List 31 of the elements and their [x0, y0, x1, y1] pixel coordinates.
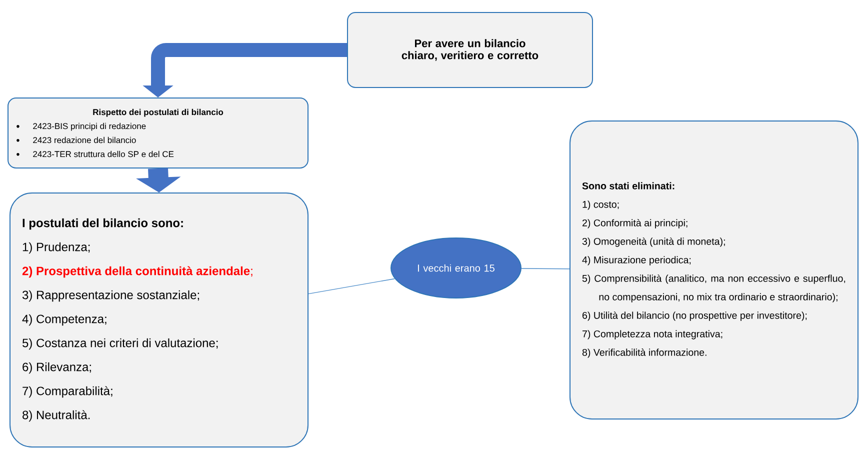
postulates-box — [10, 192, 308, 448]
list-heading: I postulati del bilancio sono: — [22, 218, 183, 230]
list-item: 5) Comprensibilità (analitico, ma non eccessivo e superfluo, no compensazioni, no mix tra ordinario e straordinario); — [582, 274, 846, 302]
list-heading: Rispetto dei postulati di bilancio — [93, 108, 224, 117]
connector-line — [308, 278, 396, 294]
list-item: 3) Rappresentazione sostanziale; — [22, 290, 199, 302]
principles-box — [8, 98, 308, 168]
node-text: I vecchi erano 15 — [418, 264, 494, 272]
list-item: 4) Competenza; — [22, 314, 106, 326]
bullet-item: 2423-TER struttura dello SP e del CE — [16, 150, 174, 158]
connector-line — [521, 268, 570, 270]
list-item: 4) Misurazione periodica; — [582, 256, 691, 266]
bullet-item: 2423 redazione del bilancio — [16, 136, 136, 144]
list-item: 8) Verificabilità informazione. — [582, 348, 706, 358]
list-item: 1) costo; — [582, 200, 619, 210]
count-ellipse — [390, 238, 522, 298]
list-item: 2) Prospettiva della continuità aziendale; — [22, 266, 252, 278]
list-item: 7) Completezza nota integrativa; — [582, 330, 722, 340]
list-item: 7) Comparabilità; — [22, 386, 112, 398]
node-text: Per avere un bilancio chiaro, veritiero e corretto — [402, 39, 538, 61]
list-item: 3) Omogeneità (unità di moneta); — [582, 238, 725, 247]
list-item: 2) Conformità ai principi; — [582, 219, 688, 228]
list-item: 8) Neutralità. — [22, 410, 90, 422]
list-item: 1) Prudenza; — [22, 242, 90, 254]
list-item: 6) Utilità del bilancio (no prospettive per investitore); — [582, 312, 807, 321]
removed-box — [570, 120, 858, 420]
goal-box — [347, 12, 593, 88]
list-item: 5) Costanza nei criteri di valutazione; — [22, 338, 218, 350]
bullet-item: 2423-BIS principi di redazione — [16, 122, 146, 131]
list-heading: Sono stati eliminati: — [582, 182, 674, 190]
list-item: 6) Rilevanza; — [22, 362, 91, 374]
